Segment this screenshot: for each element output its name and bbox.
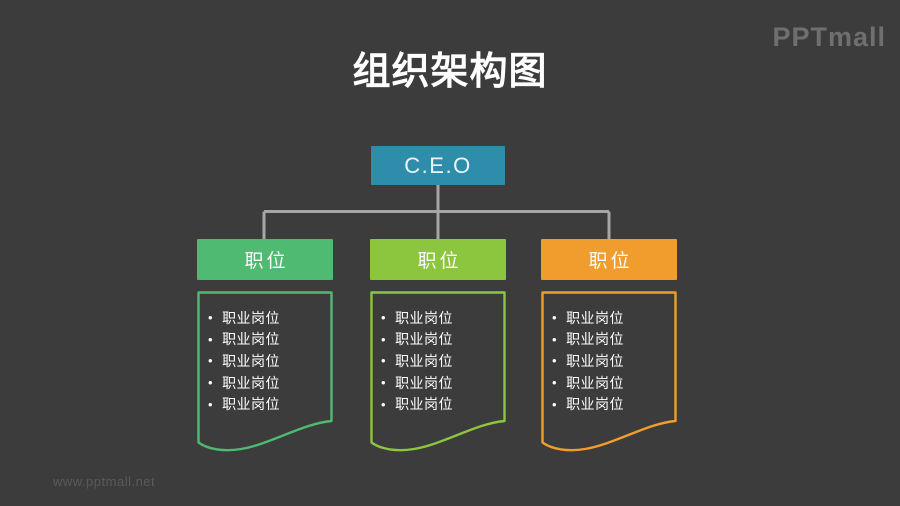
wavy-border-path	[541, 291, 677, 452]
org-node-label: 职位	[244, 251, 289, 272]
wavy-border	[197, 291, 333, 452]
org-node-label: 职位	[417, 251, 462, 272]
list-item-text: 职业岗位	[566, 331, 625, 348]
bullet-icon: •	[381, 310, 387, 326]
list-item: • 职业岗位	[208, 393, 329, 415]
list-item-text: 职业岗位	[566, 396, 625, 413]
org-branch: 职位 • 职业岗位 • 职业岗位 • 职业岗位 • 职业岗位 • 职业岗位	[370, 239, 506, 455]
org-branch: 职位 • 职业岗位 • 职业岗位 • 职业岗位 • 职业岗位 • 职业岗位	[541, 239, 677, 455]
list-item-text: 职业岗位	[395, 352, 454, 369]
org-branch: 职位 • 职业岗位 • 职业岗位 • 职业岗位 • 职业岗位 • 职业岗位	[197, 239, 333, 455]
list-item: • 职业岗位	[208, 329, 329, 351]
bullet-icon: •	[381, 331, 387, 347]
list-item-text: 职业岗位	[222, 309, 281, 326]
bullet-icon: •	[381, 396, 387, 412]
list-item-text: 职业岗位	[395, 309, 454, 326]
list-item: • 职业岗位	[381, 393, 502, 415]
list-item: • 职业岗位	[381, 307, 502, 329]
list-item-text: 职业岗位	[395, 331, 454, 348]
bullet-icon: •	[381, 375, 387, 391]
bullet-icon: •	[552, 396, 558, 412]
list-item-text: 职业岗位	[395, 374, 454, 391]
bullet-icon: •	[208, 310, 214, 326]
bullet-icon: •	[208, 331, 214, 347]
org-node-ceo-label: C.E.O	[404, 152, 472, 178]
list-item: • 职业岗位	[381, 372, 502, 394]
bullet-icon: •	[208, 353, 214, 369]
bullet-icon: •	[552, 353, 558, 369]
list-item-text: 职业岗位	[395, 396, 454, 413]
wavy-border	[541, 291, 677, 452]
list-item-text: 职业岗位	[566, 309, 625, 326]
bullet-icon: •	[208, 375, 214, 391]
bullet-icon: •	[552, 310, 558, 326]
list-item: • 职业岗位	[552, 372, 673, 394]
watermark: www.pptmall.net	[53, 474, 156, 489]
org-node-ceo: C.E.O	[371, 146, 505, 185]
list-item-text: 职业岗位	[222, 352, 281, 369]
list-item-text: 职业岗位	[566, 374, 625, 391]
pptmall-logo: PPTmall	[772, 22, 886, 52]
connector-path	[262, 184, 611, 240]
bullet-icon: •	[208, 396, 214, 412]
position-list: • 职业岗位 • 职业岗位 • 职业岗位 • 职业岗位 • 职业岗位	[197, 291, 333, 455]
list-item-text: 职业岗位	[222, 396, 281, 413]
list-item-text: 职业岗位	[222, 374, 281, 391]
list-item: • 职业岗位	[208, 307, 329, 329]
org-node-position: 职位	[370, 239, 506, 280]
position-items: • 职业岗位 • 职业岗位 • 职业岗位 • 职业岗位 • 职业岗位	[541, 291, 677, 415]
position-items: • 职业岗位 • 职业岗位 • 职业岗位 • 职业岗位 • 职业岗位	[370, 291, 506, 415]
list-item: • 职业岗位	[381, 350, 502, 372]
position-list: • 职业岗位 • 职业岗位 • 职业岗位 • 职业岗位 • 职业岗位	[370, 291, 506, 455]
bullet-icon: •	[381, 353, 387, 369]
wavy-border	[370, 291, 506, 452]
list-item: • 职业岗位	[208, 372, 329, 394]
list-item: • 职业岗位	[552, 329, 673, 351]
list-item: • 职业岗位	[552, 307, 673, 329]
org-node-position: 职位	[541, 239, 677, 280]
page-title: 组织架构图	[352, 51, 548, 93]
list-item-text: 职业岗位	[566, 352, 625, 369]
org-node-position: 职位	[197, 239, 333, 280]
bullet-icon: •	[552, 375, 558, 391]
list-item: • 职业岗位	[552, 393, 673, 415]
position-items: • 职业岗位 • 职业岗位 • 职业岗位 • 职业岗位 • 职业岗位	[197, 291, 333, 415]
position-list: • 职业岗位 • 职业岗位 • 职业岗位 • 职业岗位 • 职业岗位	[541, 291, 677, 455]
list-item: • 职业岗位	[381, 329, 502, 351]
list-item-text: 职业岗位	[222, 331, 281, 348]
list-item: • 职业岗位	[208, 350, 329, 372]
wavy-border-path	[197, 291, 333, 452]
bullet-icon: •	[552, 331, 558, 347]
wavy-border-path	[370, 291, 506, 452]
org-node-label: 职位	[588, 251, 633, 272]
list-item: • 职业岗位	[552, 350, 673, 372]
